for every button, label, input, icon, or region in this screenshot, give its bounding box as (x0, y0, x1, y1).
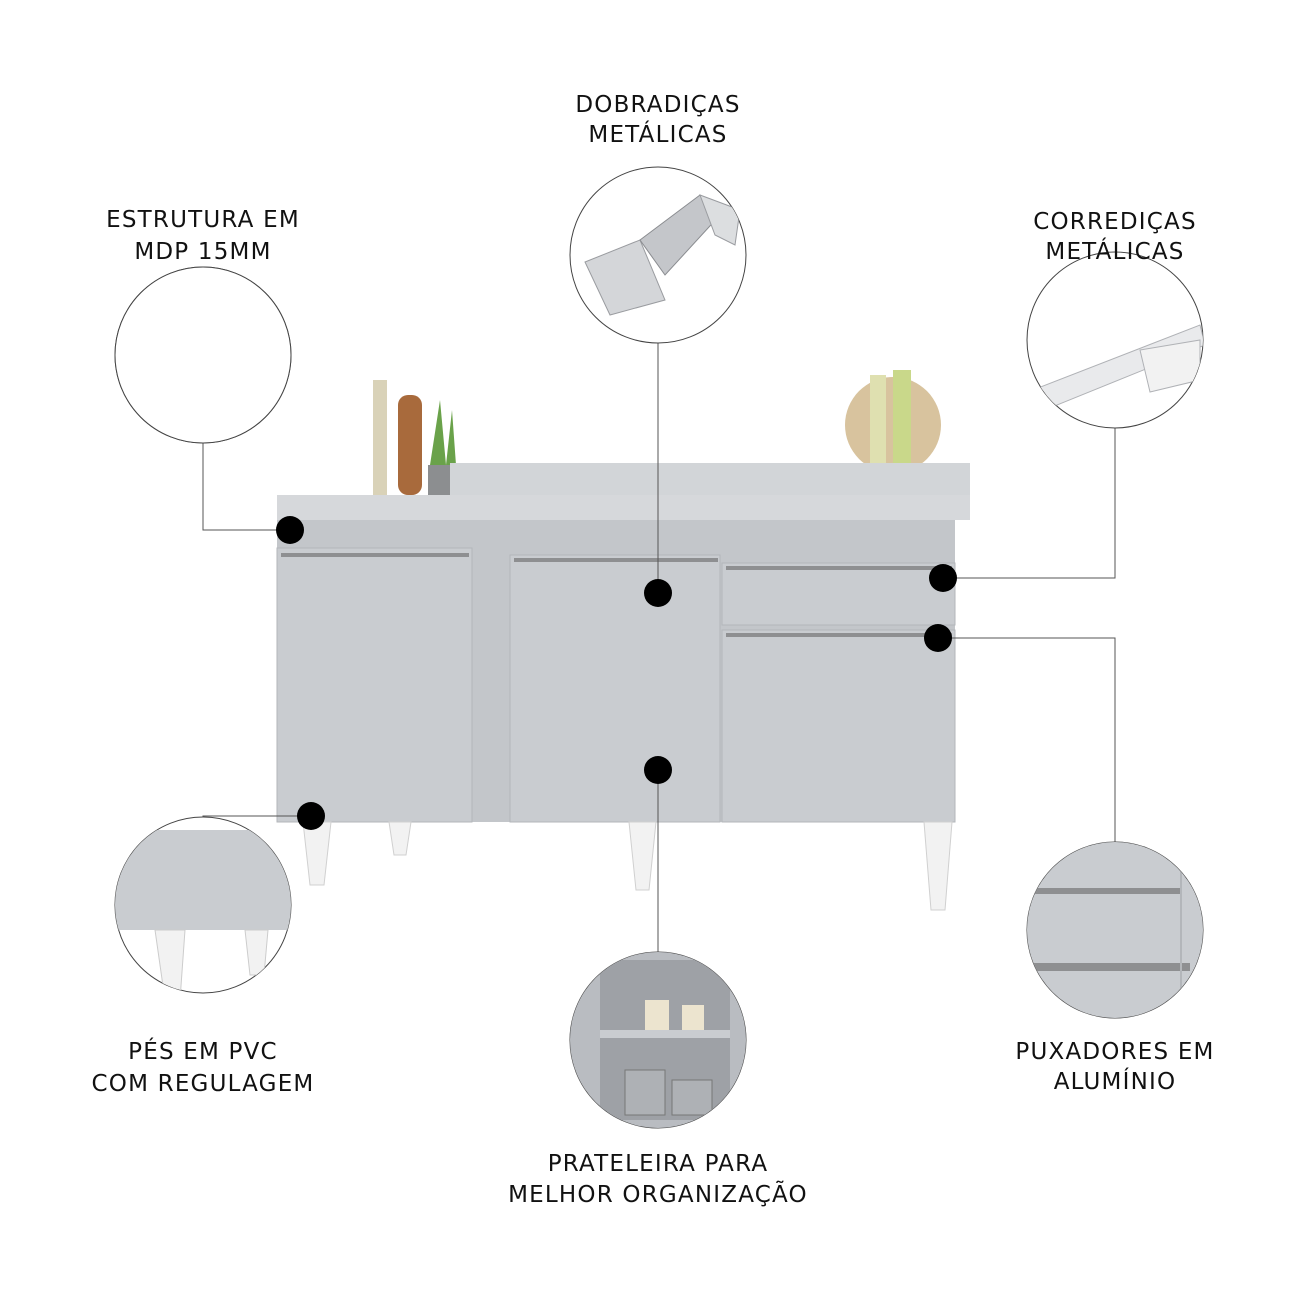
handle (514, 558, 718, 562)
label-pes: PÉS EM PVC COM REGULAGEM (92, 1037, 315, 1097)
hinge-icon (584, 194, 741, 316)
svg-text:METÁLICAS: METÁLICAS (588, 120, 727, 148)
handle (726, 566, 952, 570)
oil-bottle (373, 380, 387, 495)
detail-puxadores (1026, 841, 1204, 1019)
svg-text:PUXADORES EM: PUXADORES EM (1015, 1039, 1214, 1065)
svg-text:MDP 15MM: MDP 15MM (134, 239, 271, 265)
label-dobradicas: DOBRADIÇAS METÁLICAS (575, 92, 740, 148)
hotspot-puxadores[interactable] (924, 624, 952, 652)
plant-pot (428, 465, 452, 495)
right-door[interactable] (721, 629, 956, 823)
svg-text:PRATELEIRA PARA: PRATELEIRA PARA (548, 1151, 769, 1177)
handle (281, 553, 469, 557)
label-corredicas: CORREDIÇAS METÁLICAS (1033, 209, 1197, 265)
hotspot-estrutura[interactable] (276, 516, 304, 544)
backsplash (450, 463, 970, 495)
plant (430, 400, 456, 465)
svg-text:DOBRADIÇAS: DOBRADIÇAS (575, 92, 740, 118)
label-estrutura: ESTRUTURA EM MDP 15MM (106, 207, 300, 265)
svg-text:ALUMÍNIO: ALUMÍNIO (1054, 1067, 1177, 1095)
svg-text:PÉS EM PVC: PÉS EM PVC (128, 1037, 278, 1065)
countertop (277, 495, 970, 520)
cabinet (276, 370, 970, 911)
copper-bottle (398, 395, 422, 495)
hotspots (276, 516, 957, 830)
svg-text:COM REGULAGEM: COM REGULAGEM (92, 1071, 315, 1097)
middle-door[interactable] (509, 554, 721, 823)
left-door[interactable] (276, 547, 473, 823)
leg (388, 821, 412, 856)
drawer[interactable] (721, 562, 956, 626)
leg (302, 821, 332, 886)
hotspot-prateleira[interactable] (644, 756, 672, 784)
detail-prateleira (569, 951, 747, 1129)
svg-text:CORREDIÇAS: CORREDIÇAS (1033, 209, 1197, 235)
detail-estrutura (114, 266, 292, 444)
svg-text:MELHOR ORGANIZAÇÃO: MELHOR ORGANIZAÇÃO (508, 1180, 808, 1208)
legs (302, 821, 953, 911)
detail-pes (114, 816, 292, 994)
leg (923, 821, 953, 911)
hotspot-pes[interactable] (297, 802, 325, 830)
leg (628, 821, 657, 891)
svg-text:METÁLICAS: METÁLICAS (1045, 237, 1184, 265)
hotspot-corredicas[interactable] (929, 564, 957, 592)
hotspot-dobradicas[interactable] (644, 579, 672, 607)
svg-text:ESTRUTURA EM: ESTRUTURA EM (106, 207, 300, 233)
label-puxadores: PUXADORES EM ALUMÍNIO (1015, 1039, 1214, 1095)
detail-dobradicas (569, 166, 747, 344)
label-prateleira: PRATELEIRA PARA MELHOR ORGANIZAÇÃO (508, 1151, 808, 1208)
detail-corredicas (1026, 251, 1204, 429)
handle (726, 633, 952, 637)
